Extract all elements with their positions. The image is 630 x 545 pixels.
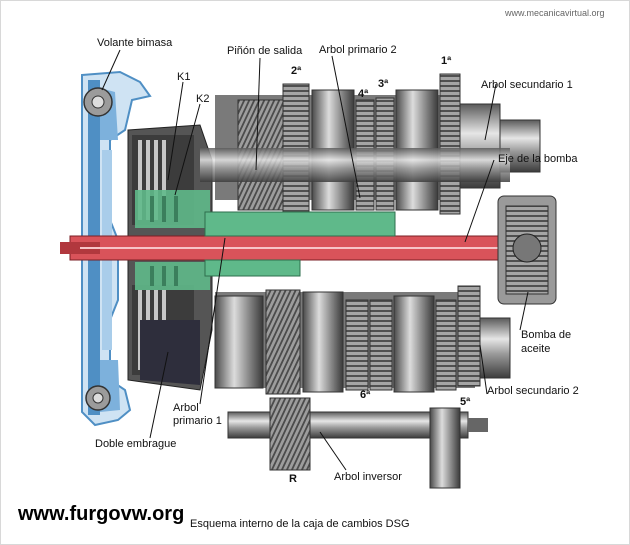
gear-label-5: 5ª	[460, 396, 471, 408]
label-bomba-aceite-line1: Bomba de	[521, 329, 572, 341]
label-k1: K1	[177, 71, 191, 83]
label-k2: K2	[196, 93, 210, 105]
gear-label-r: R	[289, 473, 297, 485]
label-pinon-salida: Piñón de salida	[227, 45, 303, 57]
label-arbol-primario-1-line2: primario 1	[173, 415, 222, 427]
leader-lines	[101, 49, 529, 471]
label-arbol-secundario-1: Arbol secundario 1	[481, 79, 573, 91]
label-arbol-inversor: Arbol inversor	[334, 471, 402, 483]
label-arbol-secundario-2: Arbol secundario 2	[487, 385, 579, 397]
label-doble-embrague: Doble embrague	[95, 438, 177, 450]
label-volante-bimasa: Volante bimasa	[97, 37, 173, 49]
label-arbol-primario-2: Arbol primario 2	[319, 44, 397, 56]
double-clutch	[127, 124, 213, 391]
gear-label-4: 4ª	[358, 88, 369, 100]
site-url: www.mecanicavirtual.org	[505, 8, 605, 18]
upper-gear-cluster	[200, 73, 541, 215]
label-arbol-primario-1-line1: Arbol	[173, 402, 199, 414]
label-bomba-aceite-line2: aceite	[521, 343, 551, 355]
gear-label-1: 1ª	[441, 55, 452, 67]
gear-label-2: 2ª	[291, 65, 302, 77]
oil-pump	[497, 195, 557, 305]
watermark: www.furgovw.org	[18, 503, 185, 525]
gear-label-3: 3ª	[378, 78, 389, 90]
caption: Esquema interno de la caja de cambios DS…	[190, 518, 410, 530]
label-eje-bomba: Eje de la bomba	[498, 153, 578, 165]
reverse-shaft	[227, 397, 488, 489]
gear-label-6: 6ª	[360, 389, 371, 401]
lower-gear-cluster	[214, 285, 511, 395]
